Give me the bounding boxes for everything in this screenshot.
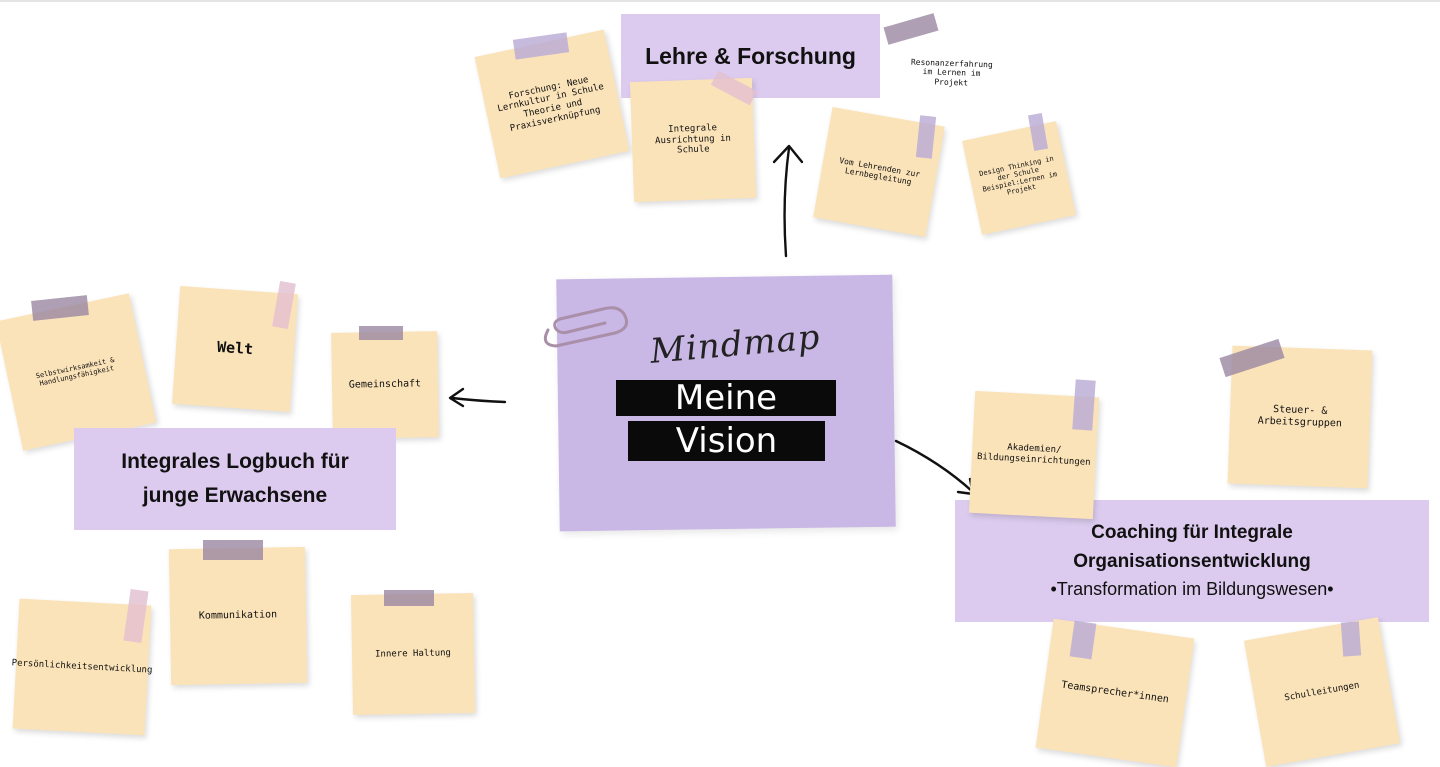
label-integrales-logbuch: Integrales Logbuch für junge Erwachsene (74, 428, 396, 530)
label-coaching-line1: Coaching für Integrale (1091, 522, 1293, 543)
label-logbuch-line2: junge Erwachsene (142, 484, 328, 507)
note-design-thinking: Design Thinking in der Schule Beispiel:L… (962, 121, 1076, 235)
arrow-left-head (448, 387, 465, 408)
label-logbuch-line1: Integrales Logbuch für (121, 450, 349, 474)
note-kommunikation: Kommunikation (168, 546, 308, 686)
tape-kommunikation (203, 540, 263, 560)
label-coaching-line2: Organisationsentwicklung (1073, 550, 1311, 572)
tape-schulleitungen (1340, 621, 1362, 657)
note-teamsprecher: Teamsprecher*innen (1035, 618, 1195, 767)
tape-haltung (384, 590, 434, 606)
note-gemeinschaft: Gemeinschaft (331, 331, 439, 439)
tape-gemeinschaft (359, 326, 403, 340)
arrow-left (450, 396, 507, 404)
center-title-line1: Meine (616, 378, 836, 418)
note-innere-haltung: Innere Haltung (350, 592, 476, 716)
arrow-up (783, 146, 791, 258)
arrow-right (894, 439, 975, 494)
note-schulleitungen: Schulleitungen (1243, 617, 1401, 767)
label-coaching: Coaching für Integrale Organisationsentw… (955, 500, 1429, 622)
center-title-line2: Vision (628, 421, 825, 461)
text-resonanzerfahrung: Resonanzerfahrung im Lernen im Projekt (910, 57, 993, 88)
top-border (0, 0, 1440, 2)
tape-akademien (1072, 379, 1096, 431)
arrow-up-head (772, 144, 804, 164)
label-coaching-subtitle: •Transformation im Bildungswesen• (1050, 579, 1334, 599)
